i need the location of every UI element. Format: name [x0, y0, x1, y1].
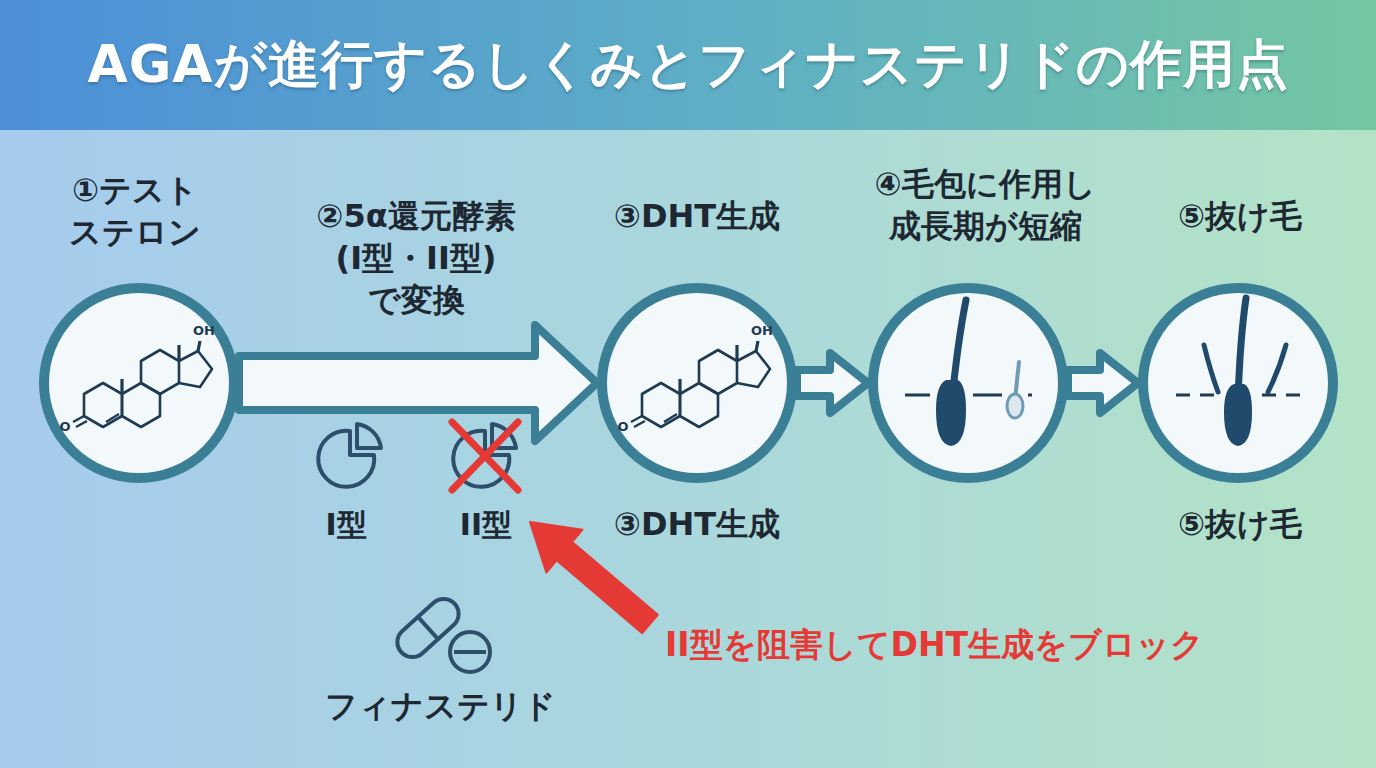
atom-label: O [59, 419, 70, 435]
step-circle: ③DHT生成③DHT生成 [597, 283, 797, 483]
flow-arrow [239, 325, 597, 441]
title-text: AGAが進行するしくみとフィナステリドの作用点 [0, 0, 1376, 130]
pill-icon [391, 593, 490, 672]
step-circle: ①テスト ステロン [39, 283, 239, 483]
step-circle: ④毛包に作用し 成長期が短縮 [868, 283, 1068, 483]
circle-border [602, 288, 792, 478]
circle-outline [39, 283, 239, 483]
type2-enzyme-icon [452, 422, 518, 490]
annotation: II型を阻害してDHT生成をブロック [665, 625, 1204, 665]
step-label: ②5α還元酵素 (I型・II型) で変換 [307, 195, 525, 322]
circle-outline [868, 283, 1068, 483]
atom-label: OH [193, 323, 215, 339]
atom-label: OH [751, 323, 773, 339]
step-heading: ③DHT生成 [614, 195, 780, 237]
step-heading: ③DHT生成 [614, 503, 780, 545]
atom-label: O [617, 419, 628, 435]
enzyme-label: I型 [325, 507, 366, 543]
flow-arrow [1068, 353, 1138, 413]
circle-outline [597, 283, 797, 483]
circle-border [44, 288, 234, 478]
type1-enzyme-icon [318, 424, 381, 487]
step-heading: ①テスト ステロン [60, 169, 210, 253]
step-circle: ⑤抜け毛⑤抜け毛 [1138, 283, 1338, 483]
title-band: AGAが進行するしくみとフィナステリドの作用点 [0, 0, 1376, 130]
drug-label: フィナステリド [325, 687, 556, 725]
circle-border [873, 288, 1063, 478]
circle-outline [1138, 283, 1338, 483]
step-heading: ⑤抜け毛 [1178, 503, 1302, 545]
step-heading: ④毛包に作用し 成長期が短縮 [860, 163, 1110, 247]
enzyme-label: II型 [460, 507, 512, 543]
step-heading: ⑤抜け毛 [1178, 195, 1302, 237]
circle-border [1143, 288, 1333, 478]
flow-arrow [797, 353, 868, 413]
